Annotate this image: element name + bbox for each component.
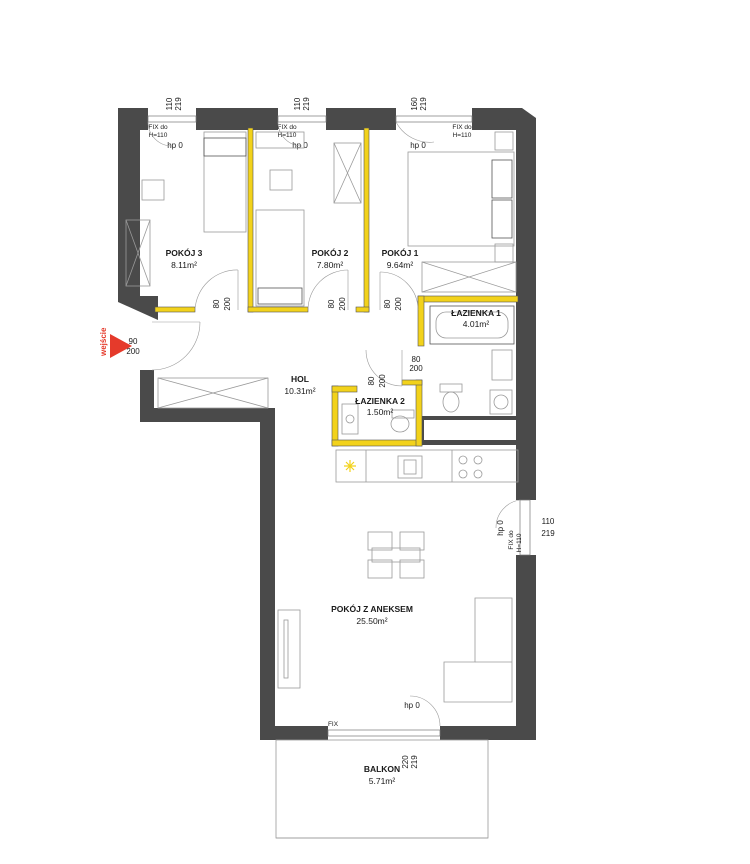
window-3-height: 219 (419, 97, 428, 111)
furniture-hol (157, 377, 269, 409)
fix-note-4: FIX do (508, 530, 515, 550)
door-entry-w: 90 (129, 337, 138, 346)
furniture-salon (277, 531, 513, 703)
door-entry-h: 200 (126, 347, 140, 356)
window-1-height: 219 (174, 97, 183, 111)
room-pokoj1-name: POKÓJ 1 (382, 247, 419, 258)
fix-note-2: FIX do (277, 124, 297, 131)
door-pokoj2-w: 80 (327, 299, 336, 308)
hp-1: hp 0 (167, 141, 183, 150)
door-laz2-w: 80 (367, 376, 376, 385)
room-lazienka2-area: 1.50m² (367, 407, 394, 417)
room-pokoj2-area: 7.80m² (317, 260, 344, 270)
window-3-width: 160 (410, 97, 419, 111)
door-pokoj2-h: 200 (338, 297, 347, 311)
door-swings (151, 269, 419, 387)
hp-2: hp 0 (292, 141, 308, 150)
window-2-height: 219 (302, 97, 311, 111)
door-pokoj1-w: 80 (383, 299, 392, 308)
window-swings (147, 121, 521, 727)
room-hol-area: 10.31m² (284, 386, 315, 396)
room-pokoj3-area: 8.11m² (171, 260, 197, 270)
room-salon-area: 25.50m² (356, 616, 387, 626)
windows (147, 115, 531, 737)
room-pokoj3-name: POKÓJ 3 (166, 247, 203, 258)
door-laz1-w: 80 (412, 355, 421, 364)
fix-h-4: H=110 (516, 533, 523, 552)
exterior-walls (118, 108, 536, 740)
room-balkon-name: BALKON (364, 764, 400, 774)
furniture-pokoj3 (125, 131, 247, 287)
window-5-width: 220 (401, 755, 410, 769)
room-lazienka2-name: ŁAZIENKA 2 (355, 396, 405, 406)
door-laz1-h: 200 (409, 364, 423, 373)
kitchen-counter (335, 449, 519, 483)
window-2-width: 110 (293, 97, 302, 110)
fix-note-5: FIX (328, 721, 339, 728)
fix-h-1: H=110 (149, 132, 168, 139)
fix-note-3: FIX do (452, 124, 472, 131)
room-lazienka1-name: ŁAZIENKA 1 (451, 308, 501, 318)
window-4-height: 219 (541, 529, 555, 538)
door-pokoj3-w: 80 (212, 299, 221, 308)
furniture-pokoj1 (407, 131, 517, 293)
furniture-pokoj2 (255, 131, 362, 307)
door-pokoj1-h: 200 (394, 297, 403, 311)
furniture-lazienka1 (429, 305, 515, 415)
window-5-height: 219 (410, 755, 419, 769)
entrance-arrow-icon (110, 334, 132, 358)
fix-h-2: H=110 (278, 132, 297, 139)
hp-3: hp 0 (410, 141, 426, 150)
entrance-label: wejście (99, 327, 108, 357)
window-1-width: 110 (165, 97, 174, 110)
fix-h-3: H=110 (453, 132, 472, 139)
room-lazienka1-area: 4.01m² (463, 319, 490, 329)
room-salon-name: POKÓJ Z ANEKSEM (331, 603, 413, 614)
furniture-lazienka2 (341, 403, 415, 435)
room-pokoj2-name: POKÓJ 2 (312, 247, 349, 258)
door-dimensions: 80 200 80 200 80 200 80 200 80 200 90 20… (126, 297, 423, 388)
room-pokoj1-area: 9.64m² (387, 260, 414, 270)
yellow-partitions (154, 127, 519, 447)
hp-4: hp 0 (496, 520, 505, 536)
room-hol-name: HOL (291, 374, 309, 384)
room-labels: POKÓJ 3 8.11m² POKÓJ 2 7.80m² POKÓJ 1 9.… (166, 247, 502, 786)
entrance-marker: wejście (99, 327, 132, 358)
balcony (275, 739, 489, 839)
fix-note-1: FIX do (148, 124, 168, 131)
window-dimensions: 110 219 110 219 160 219 110 219 220 219 (165, 97, 555, 769)
hp-5: hp 0 (404, 701, 420, 710)
door-pokoj3-h: 200 (223, 297, 232, 311)
room-balkon-area: 5.71m² (369, 776, 396, 786)
window-4-width: 110 (542, 517, 555, 526)
window-notes: FIX do H=110 FIX do H=110 FIX do H=110 h… (148, 124, 523, 728)
door-laz2-h: 200 (378, 374, 387, 388)
interior-walls (420, 416, 520, 445)
